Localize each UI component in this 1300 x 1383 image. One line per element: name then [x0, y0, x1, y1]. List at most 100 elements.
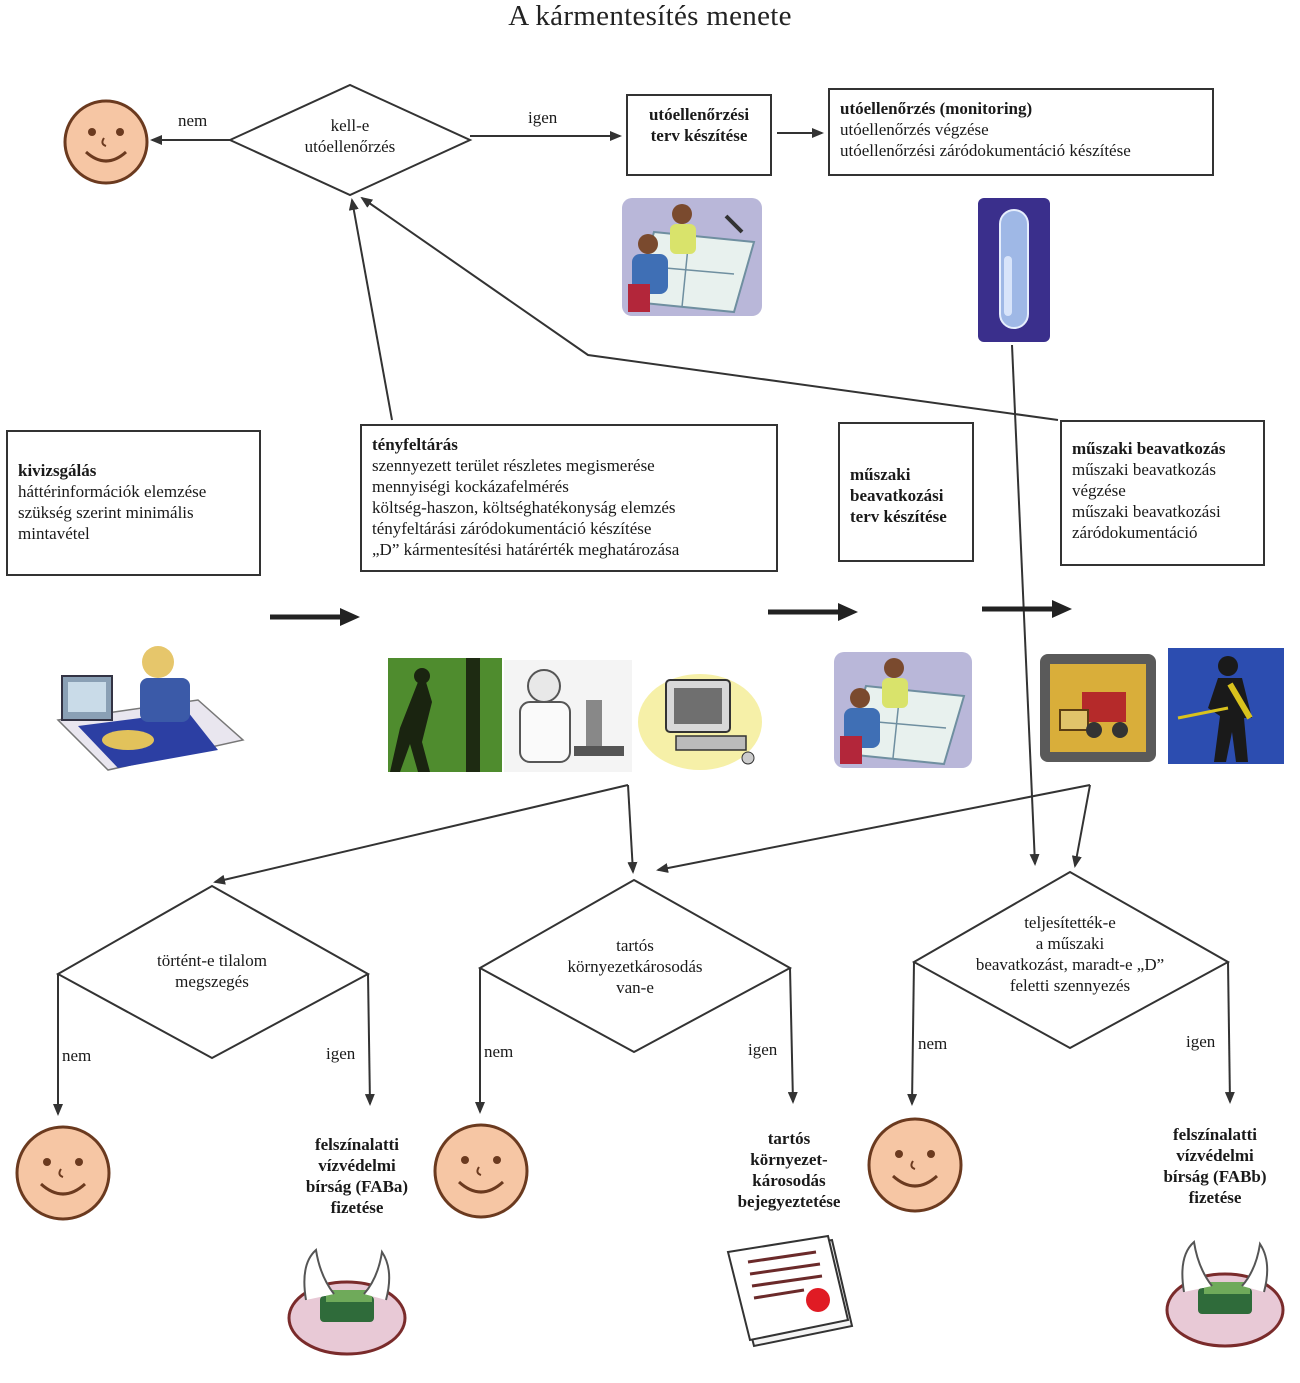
decision-line: történt-e tilalom	[157, 951, 267, 970]
box-line: végzése	[1072, 481, 1126, 500]
box-line: szennyezett terület részletes megismerés…	[372, 456, 655, 475]
planning-people-illustration	[834, 652, 972, 768]
box-heading: utóellenőrzés (monitoring)	[840, 99, 1033, 118]
decision-damage-text: tartós környezetkárosodás van-e	[535, 935, 735, 998]
box-heading: tényfeltárás	[372, 435, 458, 454]
box-line: szükség szerint minimális	[18, 503, 194, 522]
branch-completed-no	[907, 961, 918, 1106]
outcome-line: tartós	[767, 1129, 811, 1148]
decision-postcheck-text: kell-e utóellenőrzés	[270, 115, 430, 157]
box-line: utóellenőrzési záródokumentáció készítés…	[840, 141, 1131, 160]
box-line: tényfeltárási záródokumentáció készítése	[372, 519, 652, 538]
outcome-line: fizetése	[330, 1198, 384, 1217]
smiley-face-icon	[63, 99, 149, 185]
box-line: háttérinformációk elemzése	[18, 482, 207, 501]
label-yes-completed: igen	[1186, 1032, 1216, 1051]
investigation-box: kivizsgálás háttérinformációk elemzése s…	[6, 430, 261, 576]
outcome-line: fizetése	[1188, 1188, 1242, 1207]
outcome-fine-b: felszínalatti vízvédelmi bírság (FABb) f…	[1140, 1124, 1290, 1208]
outcome-fine-a: felszínalatti vízvédelmi bírság (FABa) f…	[282, 1134, 432, 1218]
flow-arrowhead-1	[340, 608, 360, 626]
label-no-completed: nem	[918, 1034, 948, 1053]
decision-line: teljesítették-e	[1024, 913, 1116, 932]
planning-people-illustration	[622, 198, 762, 316]
monitoring-box: utóellenőrzés (monitoring) utóellenőrzés…	[828, 88, 1214, 176]
box-line: beavatkozási	[850, 486, 944, 505]
outcome-line: felszínalatti	[1172, 1125, 1258, 1144]
arrow-monitoring-to-completed	[1011, 344, 1040, 866]
box-line: mintavétel	[18, 524, 90, 543]
computer-illustration	[638, 674, 762, 770]
label-no-top: nem	[178, 111, 208, 130]
test-tube-illustration	[978, 198, 1050, 342]
box-line: költség-haszon, költséghatékonyság elemz…	[372, 498, 676, 517]
fact-finding-box: tényfeltárás szennyezett terület részlet…	[360, 424, 778, 572]
arrow-intervention-to-decision	[360, 196, 1059, 421]
decision-postcheck-diamond	[227, 83, 473, 197]
field-worker-illustration	[388, 658, 502, 772]
box-line: terv készítése	[650, 126, 748, 145]
outcome-registration: tartós környezet- károsodás bejegyezteté…	[714, 1128, 864, 1212]
worker-silhouette-illustration	[1168, 648, 1284, 764]
branch-damage-yes	[787, 967, 798, 1104]
label-no-prohibition: nem	[62, 1046, 92, 1065]
label-yes-prohibition: igen	[326, 1044, 356, 1063]
box-line: terv készítése	[850, 507, 947, 526]
arrow-to-prohibition	[213, 784, 629, 885]
box-heading: műszaki beavatkozás	[1072, 439, 1226, 458]
arrow-factfinding-to-decision	[348, 198, 393, 421]
label-no-damage: nem	[484, 1042, 514, 1061]
decision-line: utóellenőrzés	[304, 137, 396, 156]
arrow-intervention-to-damage	[656, 784, 1091, 873]
box-line: műszaki	[850, 465, 911, 484]
sealed-document-illustration	[726, 1234, 854, 1348]
smiley-face-icon	[433, 1123, 529, 1219]
decision-line: van-e	[616, 978, 654, 997]
decision-line: tartós	[616, 936, 654, 955]
box-line: záródokumentáció	[1072, 523, 1198, 542]
outcome-line: bírság (FABa)	[305, 1177, 409, 1196]
box-heading: kivizsgálás	[18, 461, 97, 480]
outcome-line: bejegyeztetése	[737, 1192, 841, 1211]
money-bowl-illustration	[1165, 1240, 1285, 1348]
branch-prohibition-yes	[364, 973, 375, 1106]
outcome-line: vízvédelmi	[318, 1156, 396, 1175]
flow-arrowhead-3	[1052, 600, 1072, 618]
box-line: „D” kármentesítési határérték meghatároz…	[372, 540, 680, 559]
box-line: műszaki beavatkozási	[1072, 502, 1221, 521]
decision-completed-text: teljesítették-e a műszaki beavatkozást, …	[950, 912, 1190, 996]
outcome-line: bírság (FABb)	[1163, 1167, 1267, 1186]
harvester-illustration	[1040, 654, 1156, 762]
box-line: mennyiségi kockázafelmérés	[372, 477, 569, 496]
decision-line: megszegés	[175, 972, 249, 991]
decision-prohibition-text: történt-e tilalom megszegés	[122, 950, 302, 992]
decision-line: a műszaki	[1035, 934, 1105, 953]
label-yes-top: igen	[528, 108, 558, 127]
tech-plan-box: műszaki beavatkozási terv készítése	[838, 422, 974, 562]
tech-intervention-box: műszaki beavatkozás műszaki beavatkozás …	[1060, 420, 1265, 566]
branch-completed-yes	[1224, 961, 1235, 1104]
outcome-line: környezet-	[750, 1150, 828, 1169]
arrow-intervention-to-completed	[1071, 784, 1091, 868]
decision-line: kell-e	[330, 116, 370, 135]
decision-line: feletti szennyezés	[1009, 976, 1131, 995]
box-line: utóellenőrzés végzése	[840, 120, 989, 139]
postcheck-plan-box: utóellenőrzési terv készítése	[626, 94, 772, 176]
smiley-face-icon	[867, 1117, 963, 1213]
worker-at-desk-illustration	[56, 646, 245, 771]
decision-line: környezetkárosodás	[567, 957, 703, 976]
page-title: A kármentesítés menete	[508, 0, 792, 32]
outcome-line: károsodás	[752, 1171, 826, 1190]
smiley-face-icon	[15, 1125, 111, 1221]
box-line: műszaki beavatkozás	[1072, 460, 1216, 479]
box-line: utóellenőrzési	[648, 105, 750, 124]
outcome-line: vízvédelmi	[1176, 1146, 1254, 1165]
scientist-microscope-illustration	[504, 660, 632, 772]
outcome-line: felszínalatti	[314, 1135, 400, 1154]
arrow-to-damage	[627, 784, 638, 874]
decision-line: beavatkozást, maradt-e „D”	[975, 955, 1165, 974]
flow-arrowhead-2	[838, 603, 858, 621]
label-yes-damage: igen	[748, 1040, 778, 1059]
